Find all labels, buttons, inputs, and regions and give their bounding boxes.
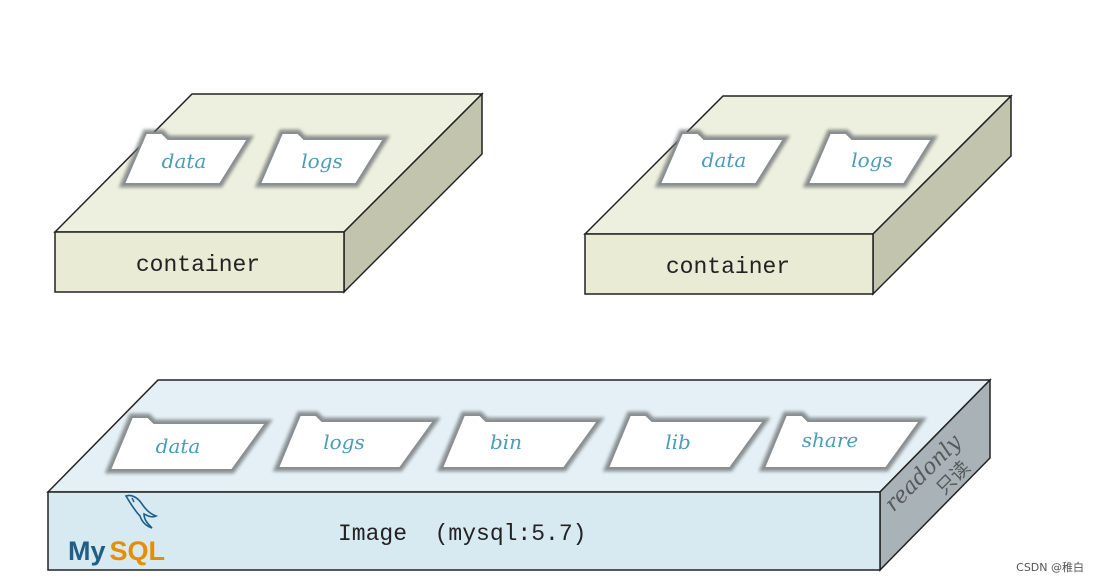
- container-2-front-face: [584, 233, 874, 295]
- folder-label: logs: [323, 430, 365, 454]
- folder-label: logs: [851, 148, 893, 172]
- container-box-1: container data logs: [53, 92, 484, 294]
- folder-label: share: [802, 428, 858, 452]
- container-box-2: container data logs: [583, 94, 1013, 296]
- folder-icon: logs: [254, 129, 391, 188]
- folder-label: data: [702, 148, 747, 172]
- folder-icon: share: [758, 411, 927, 472]
- container-2-label: container: [666, 254, 790, 280]
- folder-icon: bin: [436, 411, 605, 472]
- folder-icon: data: [118, 129, 255, 188]
- dolphin-icon: [124, 494, 159, 529]
- folder-label: data: [156, 434, 201, 458]
- image-label: Image (mysql:5.7): [338, 521, 586, 547]
- folder-label: lib: [665, 430, 691, 454]
- image-box: data logs bin lib share readonly 只读: [46, 378, 992, 572]
- container-1-label: container: [136, 252, 260, 278]
- watermark: CSDN @稚白: [1016, 560, 1084, 574]
- folder-icon: data: [104, 413, 273, 474]
- folder-label: bin: [490, 430, 522, 454]
- mysql-my-text: My: [68, 536, 106, 566]
- folder-label: logs: [301, 149, 343, 173]
- folder-icon: lib: [602, 411, 771, 472]
- folder-icon: logs: [272, 411, 441, 472]
- image-front-face: [47, 491, 881, 571]
- folder-icon: data: [654, 129, 791, 188]
- folder-label: data: [162, 149, 207, 173]
- mysql-sql-text: SQL: [110, 536, 166, 566]
- container-1-front-face: [54, 231, 345, 293]
- folder-icon: logs: [802, 129, 939, 188]
